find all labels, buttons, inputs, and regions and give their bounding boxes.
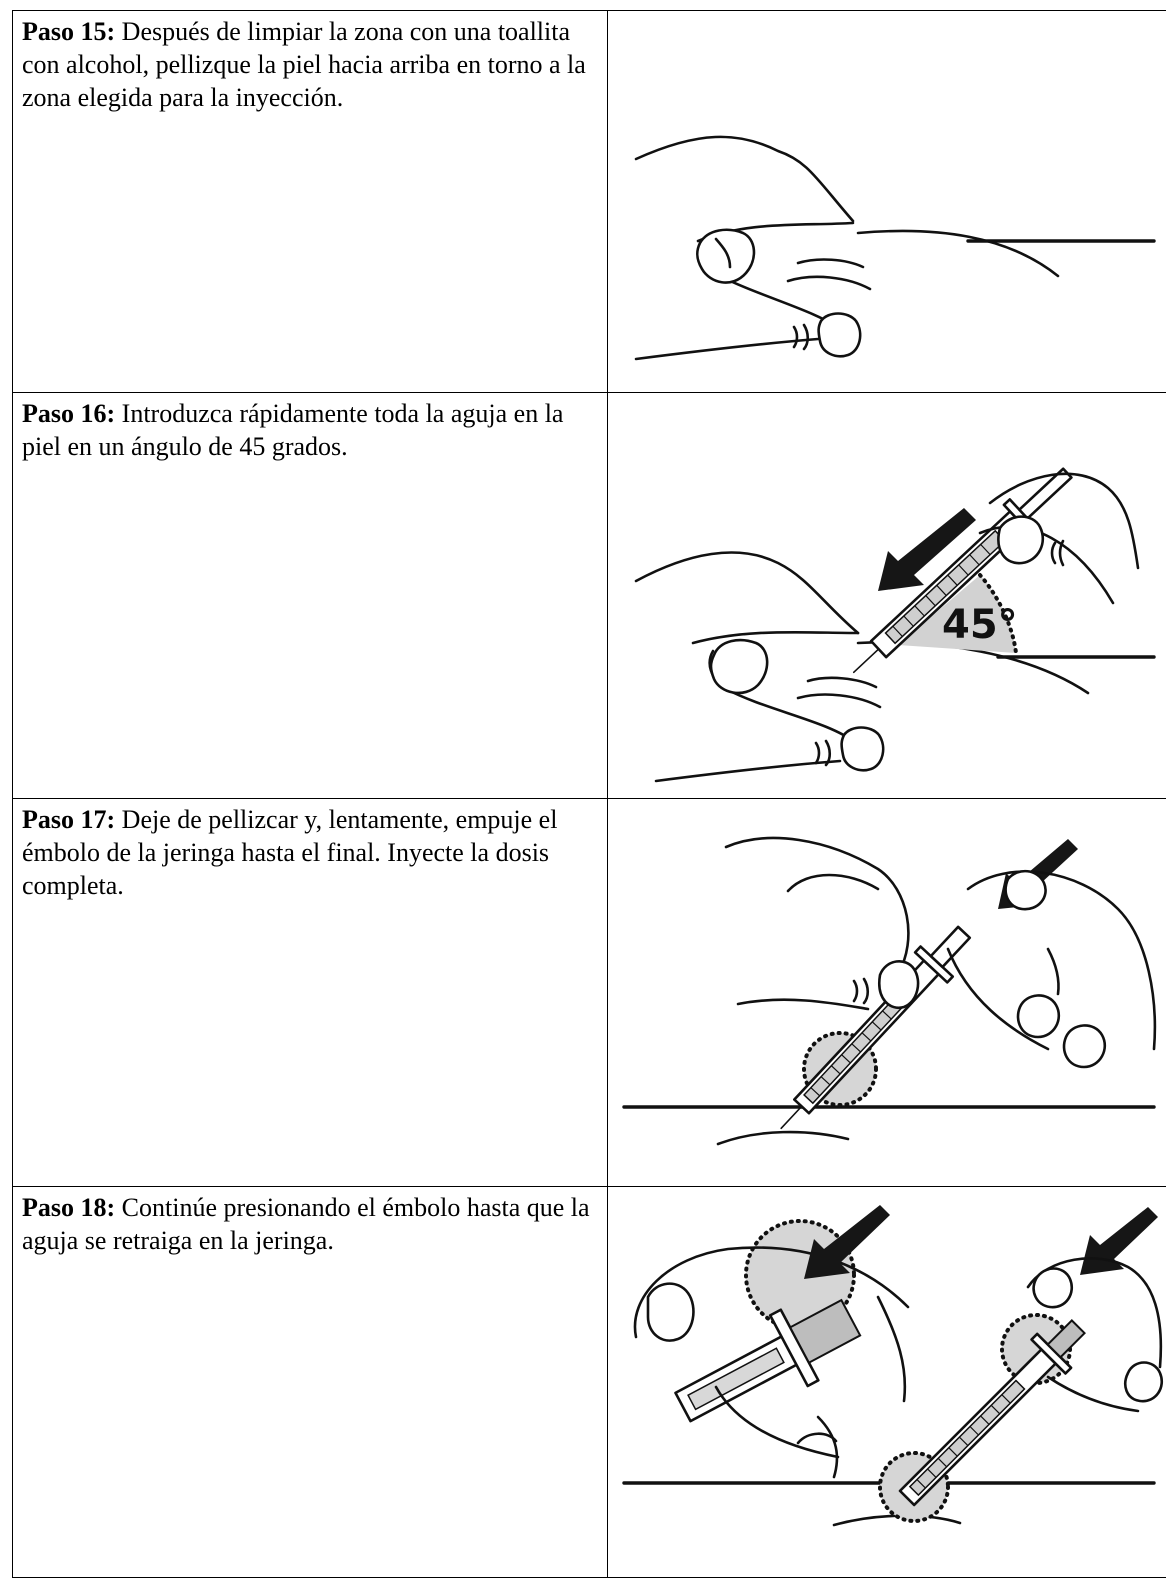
step-row-17: Paso 17: Deje de pellizcar y, lentamente… <box>12 798 1166 1187</box>
step-label: Paso 17: <box>22 805 115 834</box>
step-label: Paso 16: <box>22 399 115 428</box>
push-plunger-drawing <box>608 799 1166 1187</box>
step-row-15: Paso 15: Después de limpiar la zona con … <box>12 10 1166 393</box>
needle-retract-drawing <box>608 1187 1166 1577</box>
instruction-table: Paso 15: Después de limpiar la zona con … <box>12 10 1166 1577</box>
needle-retract-illustration <box>608 1187 1166 1577</box>
step-row-16: Paso 16: Introduzca rápidamente toda la … <box>12 392 1166 799</box>
step-label: Paso 15: <box>22 17 115 46</box>
step-label: Paso 18: <box>22 1193 115 1222</box>
step-text-cell: Paso 16: Introduzca rápidamente toda la … <box>12 393 608 799</box>
step-text-cell: Paso 18: Continúe presionando el émbolo … <box>12 1187 608 1577</box>
pinch-skin-drawing <box>608 11 1166 393</box>
insert-needle-drawing: 45° <box>608 393 1166 799</box>
step-text-cell: Paso 17: Deje de pellizcar y, lentamente… <box>12 799 608 1187</box>
angle-label: 45° <box>942 602 1018 648</box>
step-text-cell: Paso 15: Después de limpiar la zona con … <box>12 11 608 393</box>
pinch-skin-illustration <box>608 11 1166 393</box>
push-plunger-illustration <box>608 799 1166 1187</box>
insert-needle-illustration: 45° <box>608 393 1166 799</box>
step-row-18: Paso 18: Continúe presionando el émbolo … <box>12 1186 1166 1578</box>
